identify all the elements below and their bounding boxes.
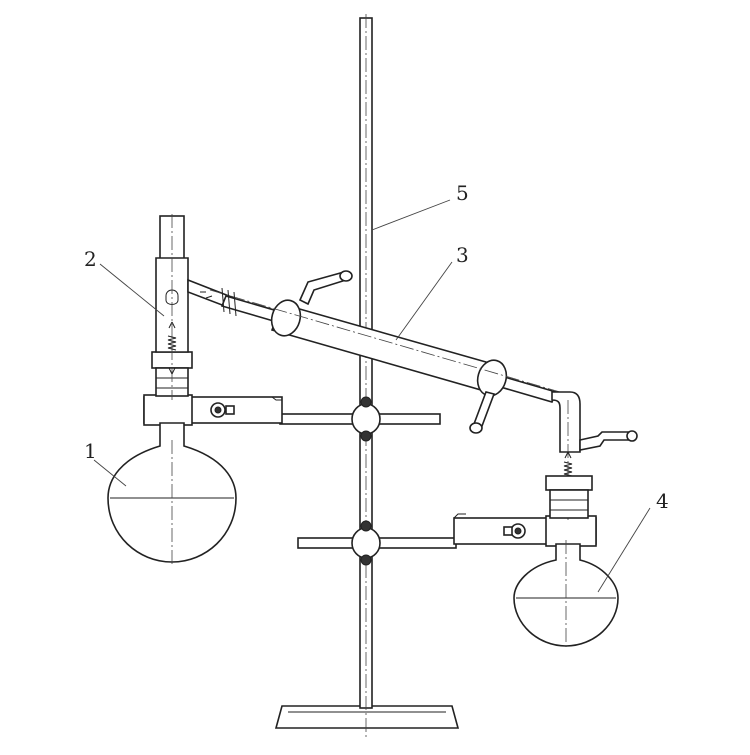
- upper-clamp: [143, 394, 441, 442]
- receiver-flask: [513, 540, 619, 648]
- distilling-head: [155, 214, 236, 400]
- label-condenser: 3: [456, 243, 469, 267]
- condenser: [200, 270, 561, 434]
- retort-stand: [274, 14, 460, 740]
- label-distilling-head: 2: [84, 247, 97, 271]
- receiver-adapter: [545, 391, 638, 520]
- lower-boss-head: [351, 527, 381, 559]
- joint-clip-icon: [200, 287, 237, 317]
- stand-base: [274, 705, 460, 729]
- label-stand-rod: 5: [456, 181, 469, 205]
- leader-lines: [93, 199, 651, 593]
- upper-boss-head: [351, 403, 381, 435]
- distilling-flask: [107, 422, 237, 565]
- label-flask: 1: [84, 439, 97, 463]
- lower-clamp: [297, 513, 597, 566]
- label-receiver-flask: 4: [656, 489, 669, 513]
